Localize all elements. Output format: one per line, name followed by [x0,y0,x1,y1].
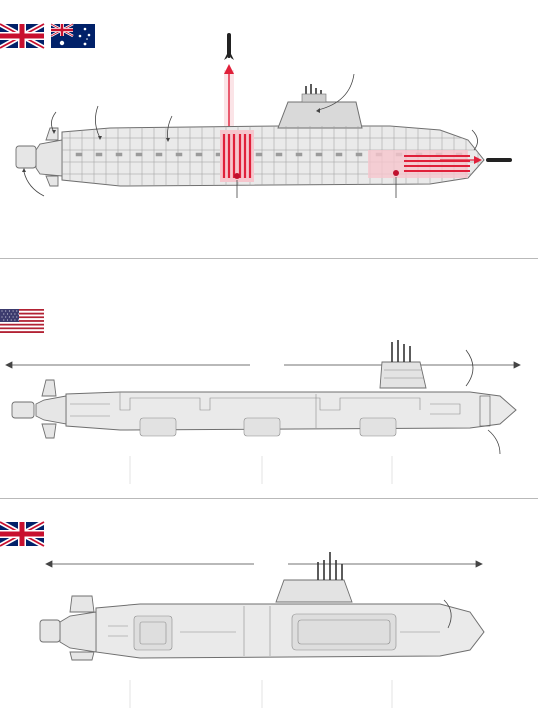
aukus-sail [277,84,363,129]
virginia-sail [379,340,427,389]
torpedo-launch-arrow [440,156,512,164]
aukus-tail [15,127,63,187]
uk-flag-icon [0,24,44,48]
astute-tail [39,595,97,661]
aukus-compartment-grid [62,126,484,186]
vls-callout-dot [234,173,240,179]
australia-flag-icon [49,22,95,48]
virginia-callout-lines [465,349,501,455]
virginia-tail [11,379,67,439]
section-astute-class [0,522,485,708]
section-aukus-ssn [0,24,512,198]
torpedo-room [368,150,470,178]
virginia-guide-lines [129,456,393,484]
usa-flag-icon [0,309,44,333]
section-virginia-class [0,309,521,484]
astute-internals [108,606,440,656]
uk-flag-icon [0,522,44,546]
astute-sail [275,552,353,603]
missile-launch-arrow [224,64,234,128]
section-divider [0,498,538,499]
aukus-callout-lines [23,73,478,198]
virginia-length-arrow [5,361,521,369]
torpedo-callout-dot [393,170,399,176]
astute-guide-lines [129,680,393,708]
launched-missile-icon [224,33,234,60]
astute-length-arrow [45,560,483,568]
section-divider [0,258,538,259]
virginia-internals [70,392,491,437]
astute-callout-lines [443,599,452,629]
virginia-hull [65,391,517,431]
